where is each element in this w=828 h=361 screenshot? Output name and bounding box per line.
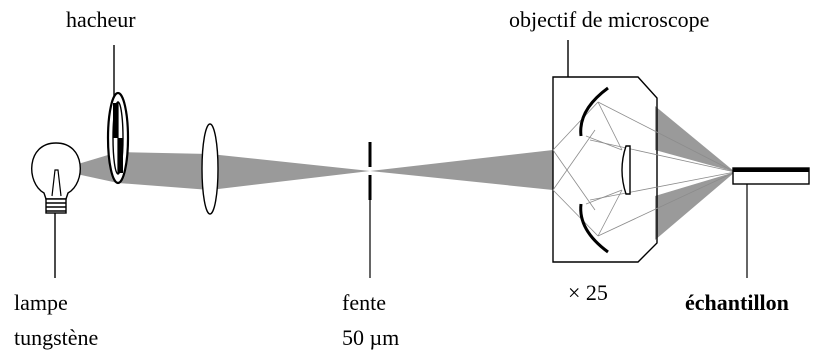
beam-lens-to-slit bbox=[210, 154, 370, 190]
lens bbox=[201, 123, 219, 215]
beam-slit-to-objective bbox=[370, 150, 553, 190]
sample bbox=[732, 167, 810, 278]
objective-primary-mirror-upper bbox=[579, 86, 609, 137]
label-slit-line2: 50 µm bbox=[342, 325, 400, 350]
label-lamp-line2: tungstène bbox=[14, 325, 99, 350]
objective-primary-mirror-lower bbox=[579, 203, 609, 254]
microscope-objective bbox=[552, 40, 736, 263]
label-chopper: hacheur bbox=[66, 7, 136, 32]
objective-housing bbox=[552, 76, 658, 263]
chopper-blade-1 bbox=[113, 103, 118, 138]
chopper bbox=[106, 45, 130, 185]
chopper-blade-2 bbox=[118, 138, 123, 173]
objective-internal-rays bbox=[552, 101, 736, 237]
label-slit-line1: fente bbox=[342, 290, 386, 315]
lamp-filament bbox=[51, 169, 62, 197]
label-magnification: × 25 bbox=[568, 280, 608, 305]
beam-lamp-to-chopper bbox=[58, 152, 118, 183]
beam-objective-lower-out bbox=[655, 172, 735, 240]
lamp-bulb bbox=[31, 142, 81, 200]
lamp bbox=[31, 142, 81, 278]
label-sample: échantillon bbox=[685, 290, 789, 315]
objective-secondary-mirror bbox=[621, 145, 631, 195]
light-beam bbox=[58, 106, 735, 240]
label-lamp-line1: lampe bbox=[14, 290, 68, 315]
beam-objective-upper-out bbox=[655, 106, 735, 172]
sample-surface bbox=[733, 168, 809, 172]
label-objective: objectif de microscope bbox=[509, 7, 710, 32]
beam-chopper-to-lens bbox=[118, 152, 210, 190]
